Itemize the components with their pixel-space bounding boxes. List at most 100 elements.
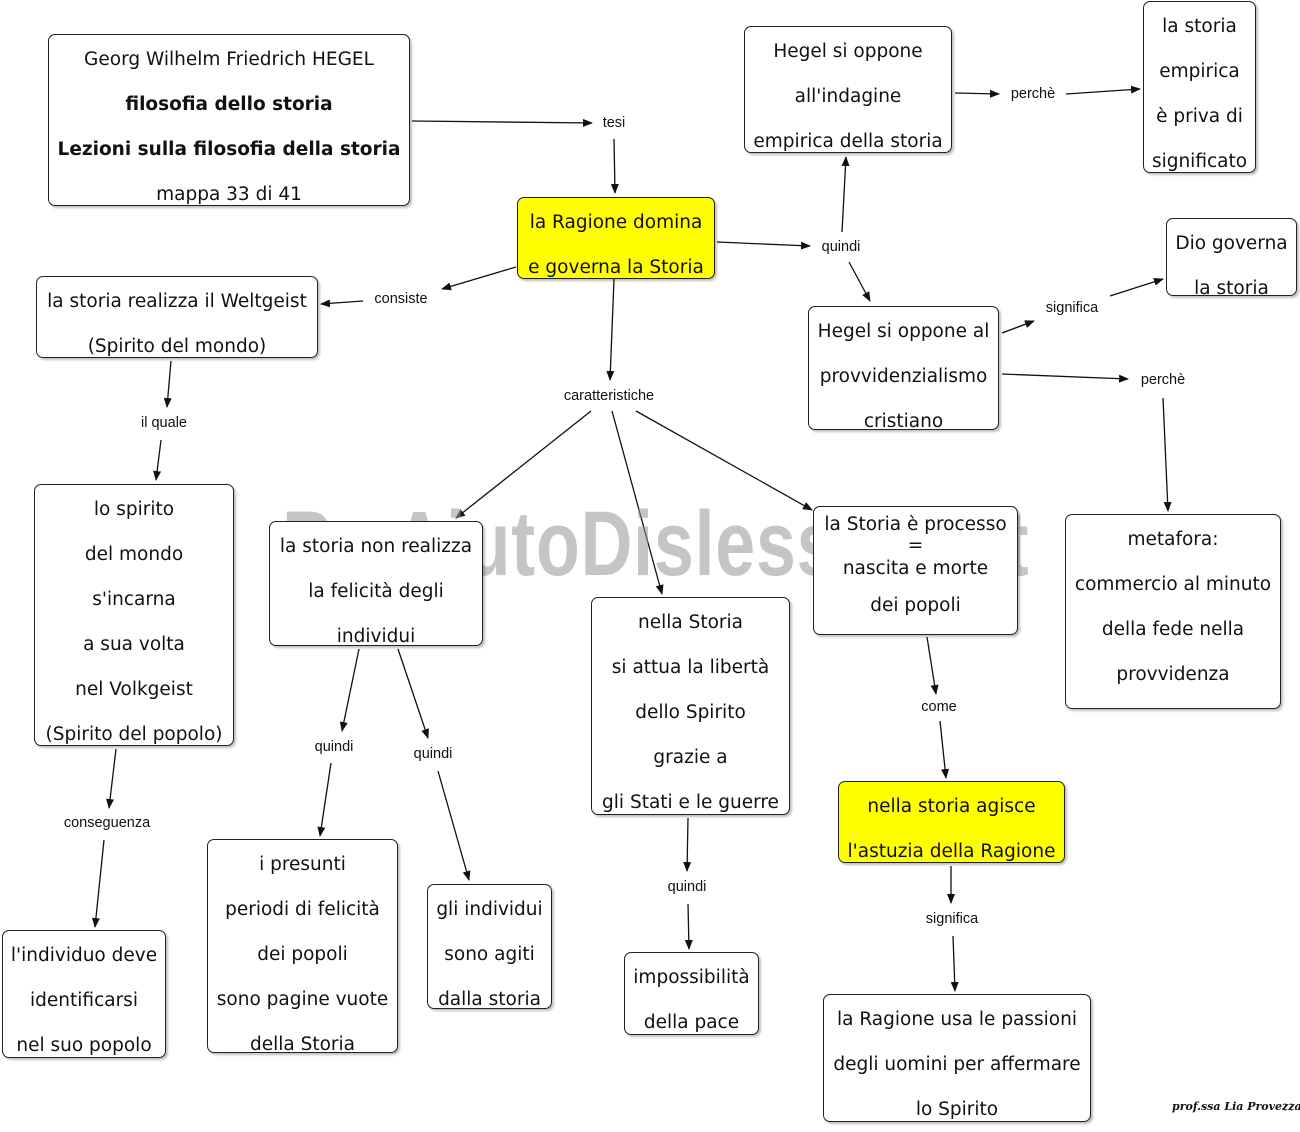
label-significa-astuzia: significa — [923, 911, 981, 927]
node-metafora: metafora: commercio al minuto della fede… — [1065, 514, 1281, 709]
node-priva-line: empirica — [1159, 61, 1240, 82]
node-passioni: la Ragione usa le passioni degli uomini … — [823, 994, 1091, 1122]
edge-come-astuzia — [939, 720, 950, 779]
node-pace: impossibilità della pace — [624, 952, 759, 1035]
edge-quindi-empirica — [841, 156, 850, 233]
node-felicita-line: la felicità degli — [308, 581, 444, 602]
node-passioni-line: lo Spirito — [915, 1099, 999, 1120]
node-agiti-line: sono agiti — [444, 944, 535, 965]
edge-conseguenza-individuo — [91, 839, 105, 928]
node-liberta-line: si attua la libertà — [611, 657, 770, 678]
header-author: Georg Wilhelm Friedrich HEGEL — [84, 49, 374, 70]
node-ragione-line: e governa la Storia — [528, 257, 704, 278]
node-volkgeist-line: s'incarna — [92, 589, 176, 610]
node-priva-line: la storia — [1162, 16, 1237, 37]
node-empirica-line: empirica della storia — [753, 131, 943, 152]
node-agiti: gli individui sono agiti dalla storia — [427, 884, 552, 1010]
edge-header-tesi — [411, 118, 593, 127]
edge-ragione-consiste — [441, 266, 517, 291]
node-empirica-line: Hegel si oppone — [773, 41, 923, 62]
edge-quindi-provv — [848, 261, 871, 302]
node-processo-line: = — [907, 535, 924, 556]
node-volkgeist-line: (Spirito del popolo) — [45, 724, 223, 745]
edge-processo-come — [926, 636, 939, 695]
label-caratteristiche: caratteristiche — [561, 388, 657, 404]
node-felicita-line: la storia non realizza — [279, 536, 473, 557]
edge-empirica-perche — [954, 89, 1000, 98]
node-felicita: la storia non realizza la felicità degli… — [269, 521, 483, 647]
node-weltgeist-line: (Spirito del mondo) — [87, 336, 267, 357]
edge-ilquale-volkgeist — [153, 439, 162, 481]
label-consiste: consiste — [372, 291, 430, 307]
node-volkgeist-line: a sua volta — [83, 634, 185, 655]
node-provv-line: provvidenzialismo — [819, 366, 988, 387]
edge-provv-perche — [1001, 373, 1129, 383]
node-presunti-line: sono pagine vuote — [216, 989, 389, 1010]
edge-perche-priva — [1065, 85, 1141, 95]
label-come: come — [919, 699, 959, 715]
node-dio-line: la storia — [1194, 278, 1269, 299]
node-individuo-line: nel suo popolo — [16, 1035, 152, 1056]
node-individuo-line: identificarsi — [30, 990, 138, 1011]
label-perche-metafora: perchè — [1138, 372, 1188, 388]
label-perche-empirica: perchè — [1008, 86, 1058, 102]
node-provv-line: Hegel si oppone al — [817, 321, 990, 342]
node-processo-line: dei popoli — [870, 595, 961, 616]
edge-felicita-quindi-right — [397, 648, 429, 739]
node-pace-line: impossibilità — [633, 967, 750, 988]
node-presunti-line: i presunti — [259, 854, 346, 875]
node-felicita-line: individui — [336, 626, 416, 647]
node-passioni-line: degli uomini per affermare — [833, 1054, 1081, 1075]
node-astuzia: nella storia agisce l'astuzia della Ragi… — [838, 781, 1065, 863]
edge-tesi-ragione — [610, 138, 619, 194]
node-volkgeist: lo spirito del mondo s'incarna a sua vol… — [34, 484, 234, 746]
edge-caratteristiche-processo — [635, 410, 813, 511]
node-individuo-line: l'individuo deve — [10, 945, 158, 966]
node-priva-line: è priva di — [1156, 106, 1243, 127]
node-ragione-line: la Ragione domina — [529, 212, 703, 233]
edge-volkgeist-conseguenza — [106, 748, 117, 809]
label-significa-dio: significa — [1043, 300, 1101, 316]
node-volkgeist-line: nel Volkgeist — [75, 679, 193, 700]
header-work: Lezioni sulla filosofia della storia — [57, 139, 401, 160]
node-weltgeist-line: la storia realizza il Weltgeist — [47, 291, 307, 312]
node-empirica: Hegel si oppone all'indagine empirica de… — [744, 26, 952, 153]
node-dio-line: Dio governa — [1175, 233, 1288, 254]
node-volkgeist-line: lo spirito — [93, 499, 175, 520]
edge-ragione-quindi — [716, 241, 811, 250]
edge-quindi-pace — [684, 903, 693, 950]
node-liberta: nella Storia si attua la libertà dello S… — [591, 597, 790, 815]
node-provv-line: cristiano — [863, 411, 944, 432]
edge-quindi-left-presunti — [317, 762, 332, 837]
node-processo: la Storia è processo = nascita e morte d… — [813, 506, 1018, 635]
label-quindi-pace: quindi — [665, 879, 709, 895]
label-quindi-right: quindi — [411, 746, 455, 762]
edge-liberta-quindi — [683, 817, 692, 872]
node-agiti-line: gli individui — [436, 899, 543, 920]
node-astuzia-line: l'astuzia della Ragione — [847, 841, 1056, 862]
node-individuo: l'individuo deve identificarsi nel suo p… — [2, 930, 166, 1058]
edge-felicita-quindi-left — [339, 648, 360, 732]
node-processo-line: la Storia è processo — [824, 514, 1007, 535]
node-dio: Dio governa la storia — [1166, 218, 1297, 299]
label-il-quale: il quale — [139, 415, 189, 431]
header-map-index: mappa 33 di 41 — [156, 184, 302, 205]
edge-significa-dio — [1109, 277, 1164, 297]
header-node: Georg Wilhelm Friedrich HEGEL filosofia … — [48, 34, 410, 206]
label-quindi-left: quindi — [312, 739, 356, 755]
edge-caratteristiche-felicita — [455, 410, 592, 519]
node-presunti: i presunti periodi di felicità dei popol… — [207, 839, 398, 1055]
node-passioni-line: la Ragione usa le passioni — [837, 1009, 1077, 1030]
node-agiti-line: dalla storia — [438, 989, 541, 1010]
node-pace-line: della pace — [643, 1012, 740, 1033]
node-metafora-line: commercio al minuto — [1074, 574, 1272, 595]
node-priva-line: significato — [1151, 151, 1248, 172]
node-presunti-line: dei popoli — [257, 944, 348, 965]
node-metafora-line: provvidenza — [1116, 664, 1230, 685]
node-liberta-line: nella Storia — [637, 612, 743, 633]
node-presunti-line: della Storia — [249, 1034, 356, 1055]
node-ragione: la Ragione domina e governa la Storia — [517, 197, 715, 279]
node-presunti-line: periodi di felicità — [225, 899, 380, 920]
node-volkgeist-line: del mondo — [84, 544, 184, 565]
